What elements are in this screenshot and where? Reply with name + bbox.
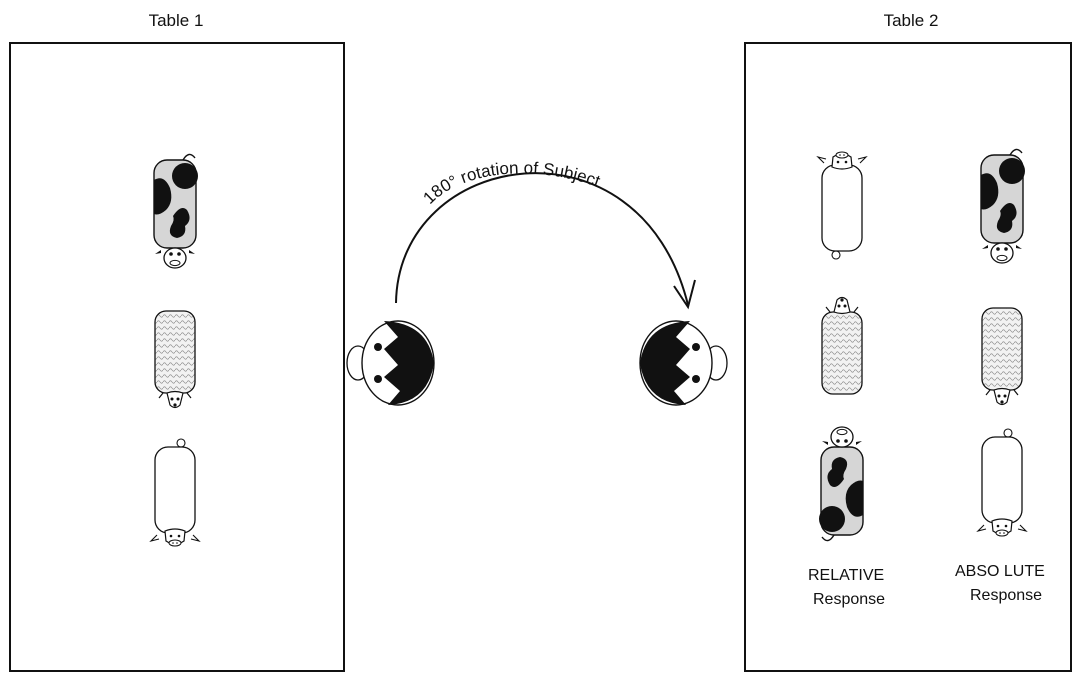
table2-relative-cow-icon: [818, 426, 864, 542]
subject-head-after-icon: [639, 320, 728, 406]
table1-frame: [9, 42, 345, 672]
table2-relative-pig-icon: [817, 151, 867, 260]
absolute-label-line1: ABSO LUTE: [955, 563, 1045, 580]
table2-absolute-sheep-icon: [981, 307, 1023, 406]
table2-title: Table 2: [884, 11, 939, 30]
rotation-arrow: [395, 172, 689, 306]
table2-absolute-pig-icon: [977, 428, 1027, 537]
rotation-arrowhead: [673, 279, 696, 310]
absolute-label-line2: Response: [970, 587, 1042, 604]
relative-label-line1: RELATIVE: [808, 567, 884, 584]
table1-sheep-icon: [154, 310, 196, 409]
table2-relative-sheep-icon: [821, 296, 863, 395]
table1-cow-icon: [153, 153, 199, 269]
table2-frame: [744, 42, 1072, 672]
table1-pig-icon: [150, 438, 200, 547]
table2-absolute-cow-icon: [980, 148, 1026, 264]
rotation-label: 180° rotation of Subject: [419, 158, 603, 207]
relative-label-line2: Response: [813, 591, 885, 608]
subject-head-before-icon: [346, 320, 435, 406]
table1-title: Table 1: [149, 11, 204, 30]
